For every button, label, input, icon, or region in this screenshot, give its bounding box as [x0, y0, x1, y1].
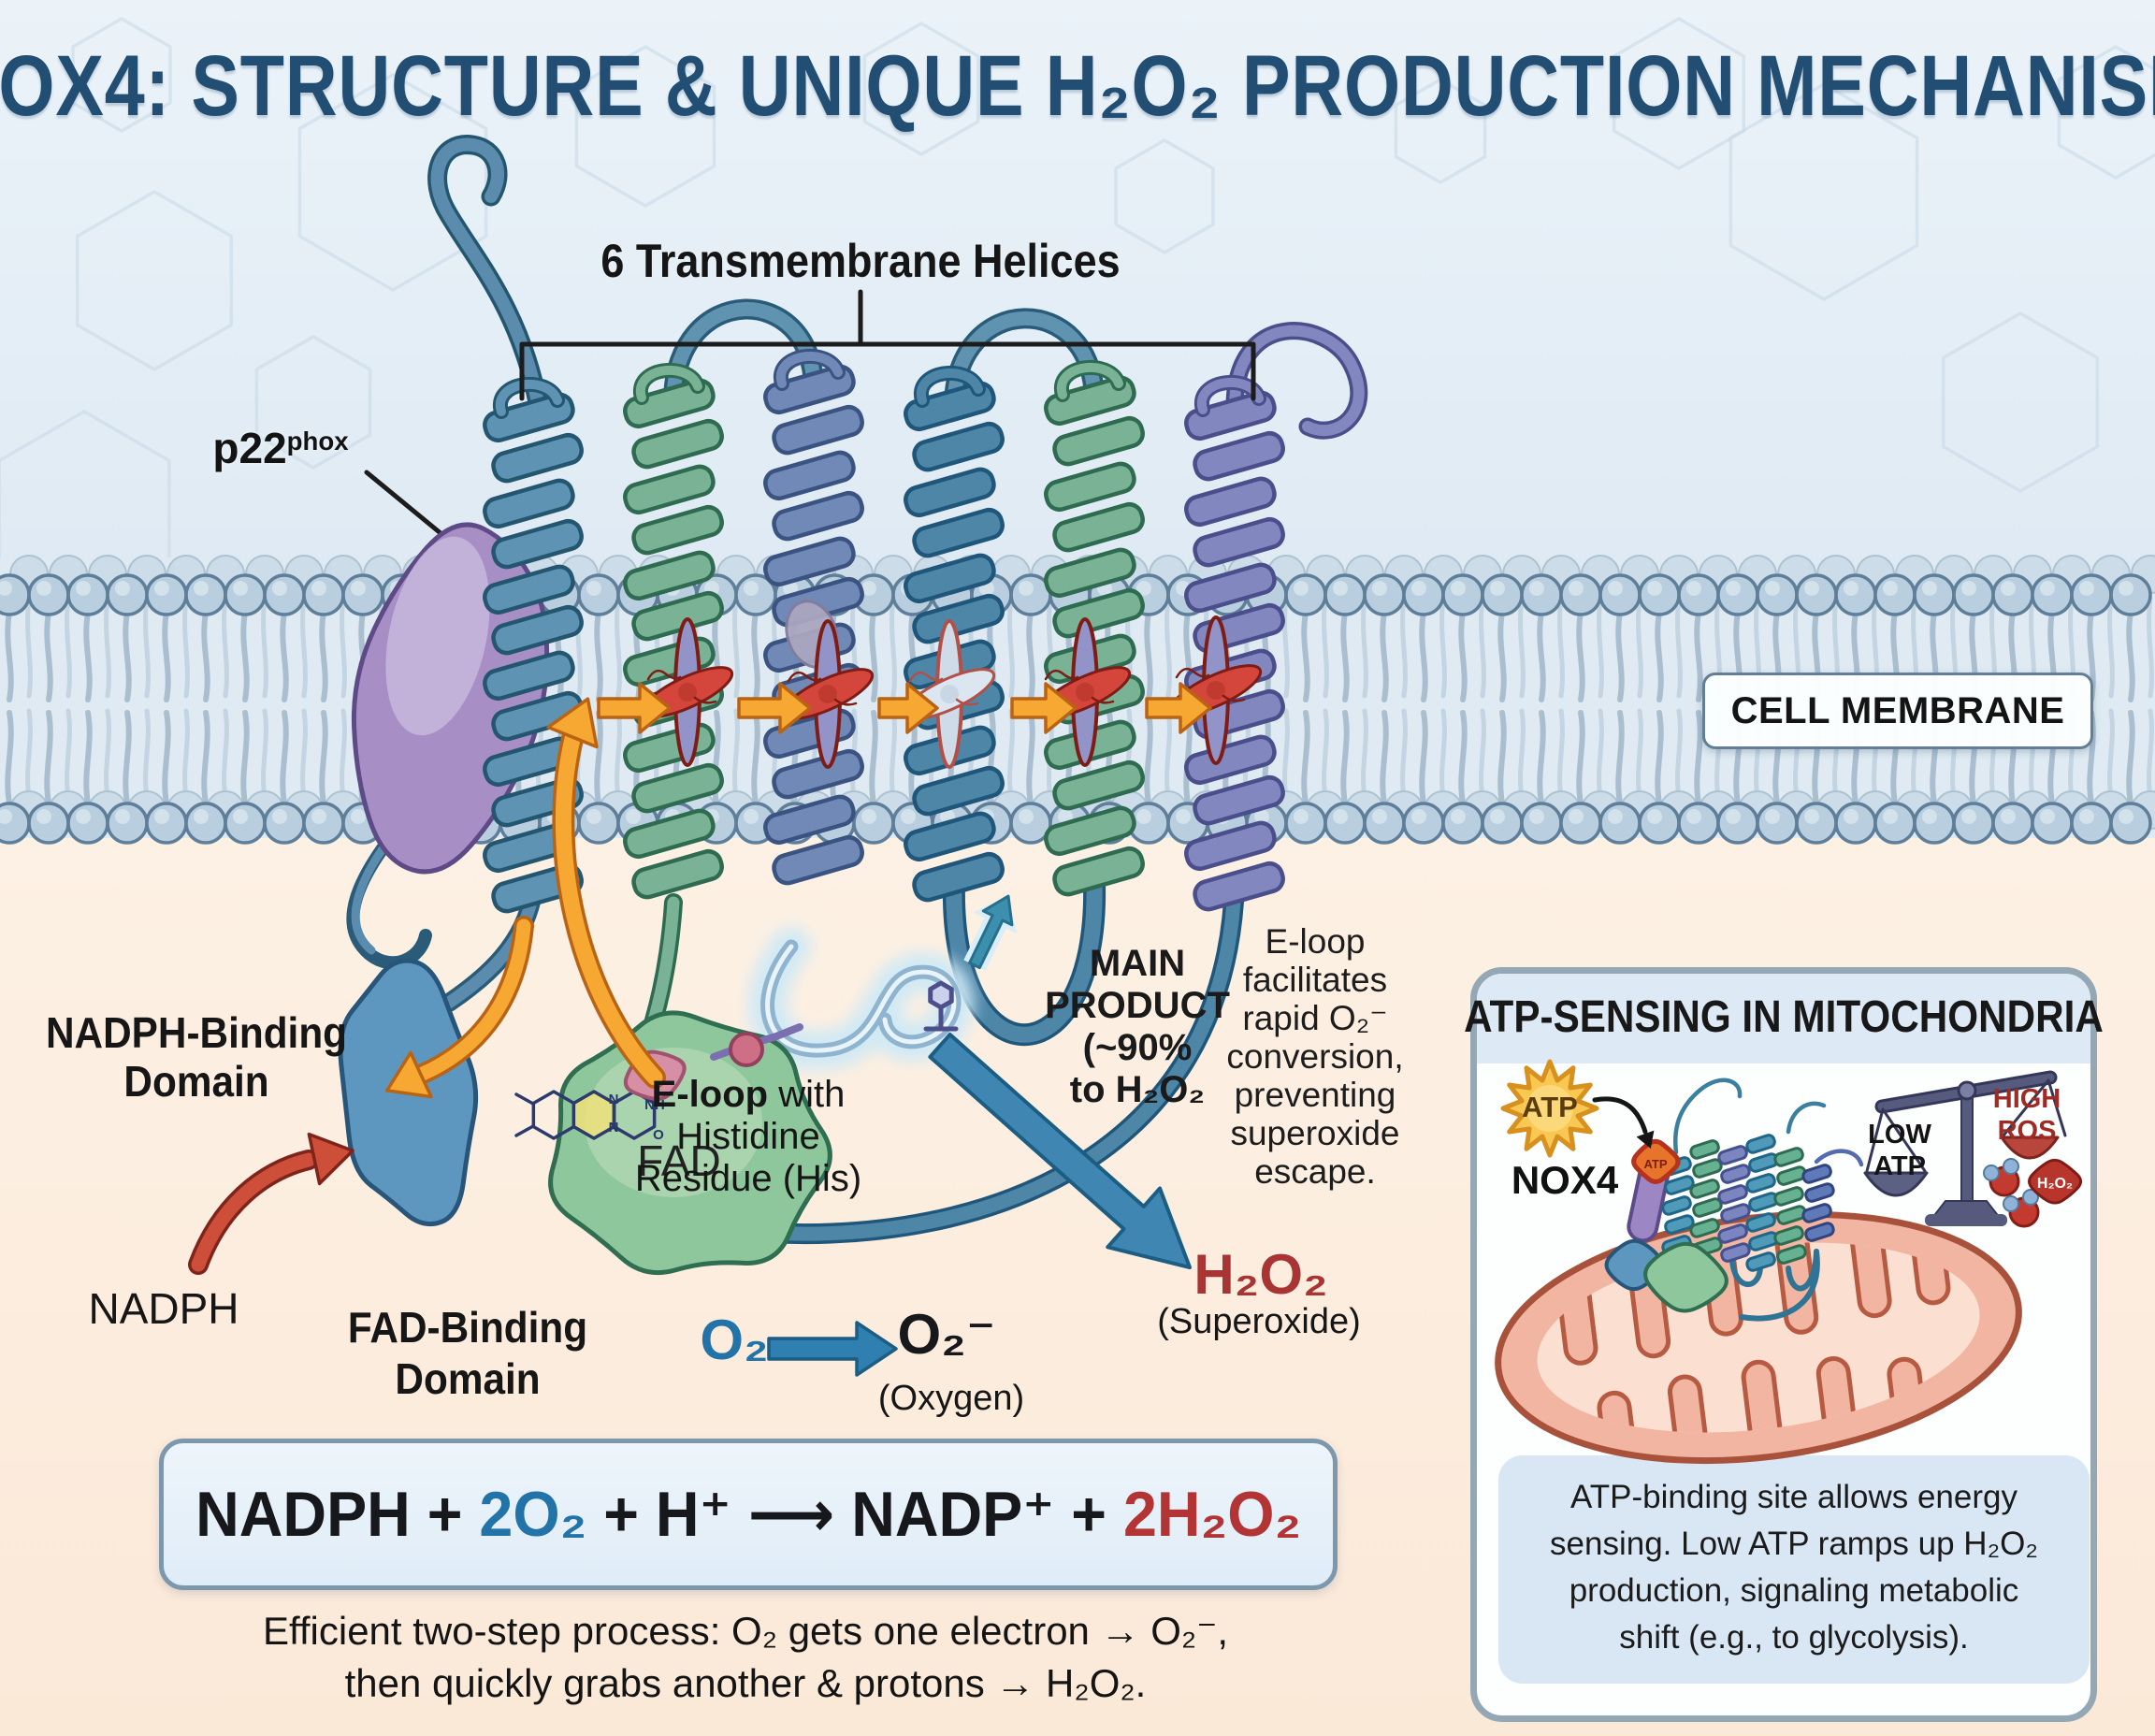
- hexagon-pattern: [75, 190, 234, 371]
- main-product-line4: to H₂O₂: [1069, 1069, 1206, 1110]
- electron-arrow: [1145, 682, 1212, 734]
- eloop-function-note: E-loop facilitates rapid O₂⁻ conversion,…: [1226, 922, 1403, 1191]
- main-product-line1: MAIN: [1089, 943, 1186, 984]
- fad-atom-label: O: [653, 1127, 664, 1143]
- o2-minus-label: O₂⁻: [897, 1303, 996, 1366]
- e-loop: [747, 927, 974, 1071]
- eq-nadph: NADPH +: [195, 1478, 480, 1550]
- fad-atom-label: N: [609, 1120, 619, 1136]
- two-step-note: Efficient two-step process: O₂ gets one …: [263, 1605, 1228, 1710]
- hexagon-pattern: [71, 17, 172, 133]
- low-atp-label: LOW ATP: [1868, 1119, 1931, 1182]
- nadph-domain-line1: NADPH-Binding: [45, 1008, 348, 1057]
- hexagon-pattern: [1728, 82, 1919, 301]
- eloop-word: E-loop: [651, 1074, 769, 1115]
- panel-note-text: ATP-binding site allows energy sensing. …: [1550, 1474, 2038, 1661]
- eq-nadp: NADP⁺ +: [834, 1478, 1123, 1550]
- fad-atom-label: N: [609, 1092, 619, 1107]
- p22phox-label: p22phox: [212, 423, 348, 473]
- hexagon-pattern: [254, 335, 372, 470]
- hexagon-pattern: [1114, 138, 1215, 254]
- main-product-line2: PRODUCT: [1045, 985, 1230, 1026]
- atp-sensing-panel-header-band: [1477, 974, 2090, 1063]
- eloop-note-line: E-loop: [1265, 922, 1366, 961]
- eloop-histidine-line2: Histidine: [676, 1116, 820, 1157]
- panel-note-line: ATP-binding site allows energy: [1570, 1479, 2018, 1515]
- superoxide-up-arrow: [963, 894, 1018, 971]
- oxygen-caption: (Oxygen): [877, 1379, 1025, 1418]
- electron-flow-arrows: [384, 682, 1212, 1099]
- atp-sensing-note-box: [1498, 1455, 2090, 1684]
- hexagon-pattern: [574, 45, 716, 208]
- eloop-note-line: escape.: [1254, 1152, 1376, 1191]
- two-step-note-line1: Efficient two-step process: O₂ gets one …: [262, 1609, 1229, 1653]
- eq-hplus: + H⁺: [586, 1478, 748, 1550]
- main-product-label: MAIN PRODUCT (~90% to H₂O₂: [1045, 943, 1230, 1111]
- eloop-with: with: [768, 1074, 846, 1115]
- eloop-note-line: superoxide: [1230, 1114, 1400, 1152]
- nadph-domain-line2: Domain: [123, 1057, 269, 1106]
- electron-arrow: [597, 682, 672, 734]
- h2o2-main-arrow: [928, 1033, 1192, 1269]
- nox4-mini-label: NOX4: [1511, 1158, 1619, 1202]
- pink-ball: [729, 1032, 764, 1067]
- o2-label: O₂: [700, 1309, 769, 1371]
- nadph-input-arrow: [188, 1132, 354, 1275]
- cell-membrane-badge: CELL MEMBRANE: [1702, 673, 2093, 749]
- o2-conversion-arrow: [767, 1321, 898, 1377]
- high-ros-line1: HIGH: [1992, 1084, 2061, 1114]
- eq-2o2: 2O₂: [479, 1478, 587, 1550]
- fad-atom-label: NH: [644, 1097, 665, 1113]
- panel-note-line: production, signaling metabolic: [1569, 1572, 2019, 1609]
- low-atp-line2: ATP: [1873, 1151, 1926, 1181]
- eloop-note-line: conversion,: [1226, 1037, 1404, 1076]
- helices-bracket: [519, 289, 1256, 401]
- panel-note-line: shift (e.g., to glycolysis).: [1619, 1619, 1969, 1656]
- hexagon-pattern: [1394, 78, 1487, 184]
- eloop-histidine-line1: E-loop with: [635, 1074, 861, 1116]
- page-title: NOX4: STRUCTURE & UNIQUE H₂O₂ PRODUCTION…: [0, 38, 2155, 134]
- helices-count-label: 6 Transmembrane Helices: [600, 235, 1121, 287]
- fad-label: FAD: [637, 1136, 721, 1185]
- h2o2-label: H₂O₂: [1193, 1243, 1328, 1306]
- atp-star-label: ATP: [1522, 1091, 1578, 1123]
- reaction-equation: NADPH + 2O₂ + H⁺ ⟶ NADP⁺ + 2H₂O₂: [195, 1478, 1301, 1552]
- fad-domain-label: FAD-Binding Domain: [348, 1302, 587, 1405]
- eq-2h2o2: 2H₂O₂: [1122, 1478, 1302, 1550]
- low-atp-line1: LOW: [1868, 1120, 1931, 1150]
- electron-arrow: [737, 682, 812, 734]
- hexagon-pattern: [297, 73, 488, 292]
- nadph-label: NADPH: [88, 1284, 239, 1333]
- nadph-domain-label: NADPH-Binding Domain: [46, 1008, 347, 1106]
- high-ros-line2: ROS: [1997, 1116, 2057, 1146]
- main-product-line3: (~90%: [1082, 1027, 1193, 1068]
- hexagon-pattern: [1612, 17, 1746, 170]
- hexagon-pattern: [1941, 311, 2100, 493]
- superoxide-caption: (Superoxide): [1157, 1302, 1361, 1341]
- high-ros-label: HIGH ROS: [1993, 1083, 2061, 1147]
- panel-header: ATP-SENSING IN MITOCHONDRIA: [1464, 992, 2104, 1042]
- electron-arrow: [1010, 682, 1078, 734]
- histidine-residue: [923, 980, 959, 1032]
- eloop-note-line: preventing: [1234, 1076, 1396, 1114]
- p22phox-base: p22: [212, 424, 287, 472]
- fad-domain-line2: Domain: [395, 1354, 541, 1403]
- eloop-histidine-line3: Residue (His): [634, 1158, 862, 1199]
- p22phox-sup: phox: [286, 427, 349, 456]
- two-step-note-line2: then quickly grabs another & protons → H…: [344, 1661, 1147, 1705]
- electron-arrow: [877, 682, 939, 734]
- cell-membrane-label: CELL MEMBRANE: [1730, 689, 2065, 731]
- n-terminus-squiggle: [427, 135, 548, 412]
- fad-domain-line1: FAD-Binding: [347, 1303, 588, 1352]
- hexagon-pattern: [862, 22, 980, 156]
- reaction-equation-box: NADPH + 2O₂ + H⁺ ⟶ NADP⁺ + 2H₂O₂: [159, 1439, 1338, 1590]
- eloop-note-line: facilitates: [1242, 961, 1388, 999]
- eloop-note-line: rapid O₂⁻: [1242, 999, 1388, 1037]
- eloop-histidine-label: E-loop with Histidine Residue (His): [635, 1074, 861, 1200]
- panel-note-line: sensing. Low ATP ramps up H₂O₂: [1550, 1526, 2038, 1562]
- arrow: [968, 894, 1014, 970]
- eq-arrow: ⟶: [747, 1478, 835, 1550]
- hexagon-pattern: [2057, 45, 2155, 180]
